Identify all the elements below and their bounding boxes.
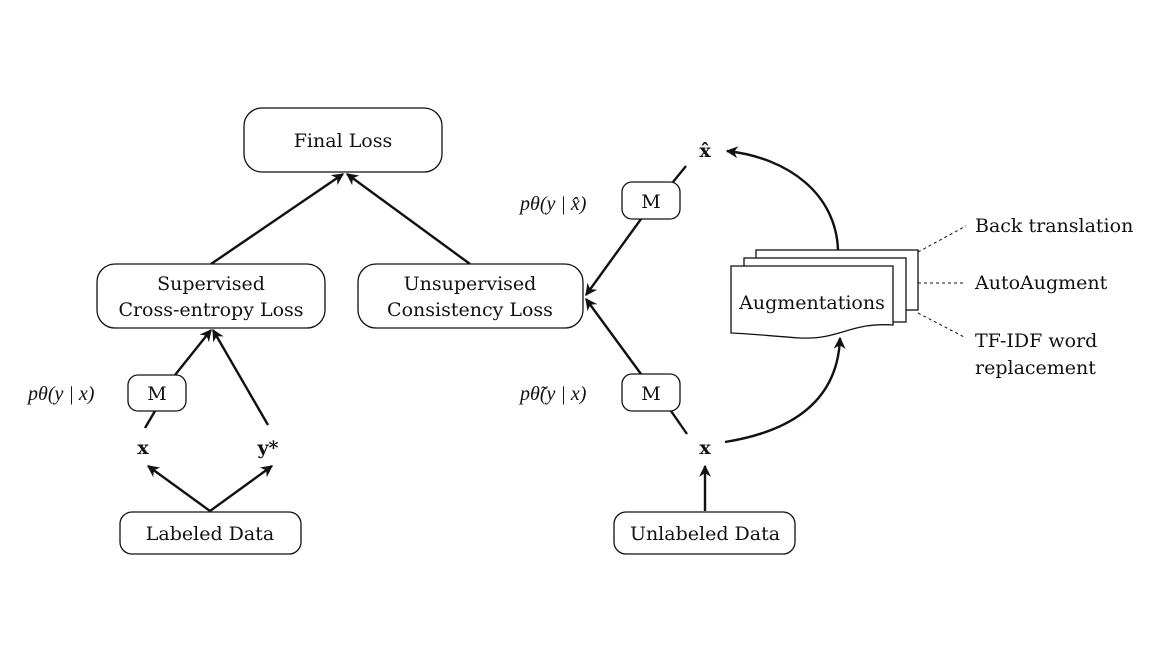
x-right-label: x <box>699 437 711 459</box>
model-right-bottom-node: M <box>621 373 681 412</box>
edge-y-to-supervised <box>211 328 270 426</box>
model-left-node: M <box>127 374 187 412</box>
edges <box>143 146 967 512</box>
supervised-loss-node: Supervised Cross-entropy Loss <box>96 263 326 329</box>
unsupervised-label-2: Consistency Loss <box>387 299 553 321</box>
edge-labeled-to-y <box>209 465 273 512</box>
final-loss-node: Final Loss <box>243 107 443 173</box>
augmentations-node: Augmentations <box>730 249 919 339</box>
y-star-label: y* <box>257 437 279 459</box>
edge-x-to-augmentations <box>724 336 846 444</box>
method-autoaugment: AutoAugment <box>974 272 1108 294</box>
edge-supervised-to-final <box>210 173 344 265</box>
edge-xhat-to-model <box>672 165 687 183</box>
unsupervised-label-1: Unsupervised <box>404 273 537 295</box>
x-left-label: x <box>137 437 149 459</box>
labeled-data-node: Labeled Data <box>119 511 302 555</box>
unlabeled-data-label: Unlabeled Data <box>630 523 780 545</box>
p-theta-label: pθ(y | x) <box>26 383 95 405</box>
unlabeled-data-node: Unlabeled Data <box>613 511 796 555</box>
supervised-label-1: Supervised <box>157 273 265 295</box>
method-back-translation: Back translation <box>975 215 1133 237</box>
final-loss-label: Final Loss <box>294 130 393 152</box>
edge-model-to-supervised <box>174 329 212 376</box>
dash-back-translation <box>917 225 967 253</box>
model-label: M <box>641 383 660 405</box>
edge-x-to-model <box>143 410 157 429</box>
p-theta-tilde-label: pθ̃(y | x) <box>518 383 587 405</box>
edge-augmentations-to-xhat <box>725 146 840 251</box>
augmentations-label: Augmentations <box>738 292 885 314</box>
edge-model-to-unsupervised <box>585 298 642 375</box>
edge-labeled-to-x <box>147 465 211 512</box>
unsupervised-loss-node: Unsupervised Consistency Loss <box>357 263 584 329</box>
method-tfidf-line2: replacement <box>975 357 1096 379</box>
edge-model-hat-to-unsupervised <box>585 218 642 296</box>
model-label: M <box>641 191 660 213</box>
supervised-label-2: Cross-entropy Loss <box>118 299 303 321</box>
method-tfidf-line1: TF-IDF word <box>975 330 1097 352</box>
edge-unsupervised-to-final <box>346 173 471 265</box>
edge-x-to-model <box>670 410 688 435</box>
x-hat-label: x̂ <box>699 140 711 162</box>
p-theta-xhat-label: pθ(y | x̂) <box>518 193 587 215</box>
model-right-top-node: M <box>621 181 681 220</box>
labeled-data-label: Labeled Data <box>146 523 274 545</box>
dash-tfidf <box>917 312 967 339</box>
model-label: M <box>147 383 166 405</box>
